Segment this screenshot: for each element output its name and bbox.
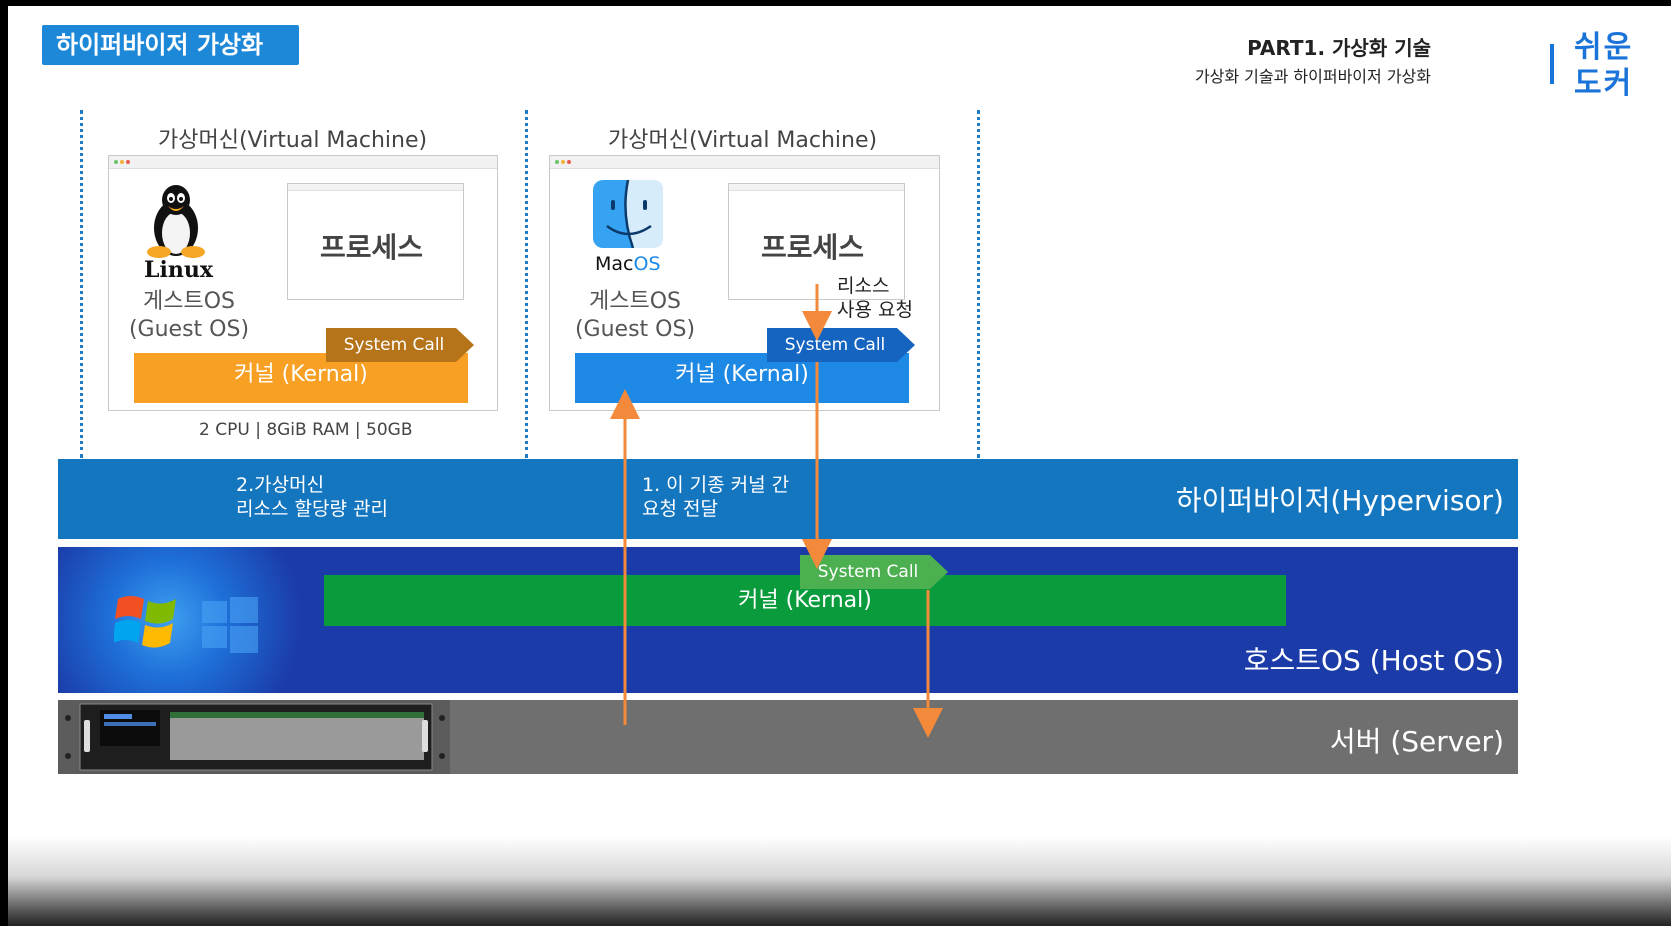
note-line-1: 2.가상머신 [236,474,325,496]
vm-left-guest-os: 게스트OS (Guest OS) [128,288,250,344]
linux-logo-text: Linux [144,257,213,283]
windows-wallpaper [58,547,318,693]
window-titlebar [109,156,497,169]
system-call-label: System Call [817,562,919,582]
hypervisor-label: 하이퍼바이저(Hypervisor) [1175,484,1504,517]
macos-logo-mac: Mac [595,253,634,275]
guest-os-sub-label: (Guest OS) [574,317,696,342]
hypervisor-layer: 2.가상머신 리소스 할당량 관리 1. 이 기종 커널 간 요청 전달 하이퍼… [58,459,1518,539]
logo-line-2: 도커 [1574,66,1634,101]
vm-right-guest-os: 게스트OS (Guest OS) [574,288,696,344]
vm-separator-middle [525,110,528,458]
vm-separator-left [80,110,83,458]
note-line-1: 1. 이 기종 커널 간 [642,474,790,496]
resource-request-line-2: 사용 요청 [837,299,913,321]
system-call-label: System Call [343,335,445,355]
host-os-label: 호스트OS (Host OS) [1243,644,1504,677]
host-os-layer: 커널 (Kernal) 호스트OS (Host OS) [58,547,1518,693]
vm-left-process-window [287,183,464,300]
guest-os-label: 게스트OS [142,289,235,314]
macos-finder-icon [593,180,663,248]
request-flow-arrows [610,284,943,738]
macos-logo-text: MacOS [595,253,661,275]
vm-right-process-label: 프로세스 [761,231,865,264]
windows-logo-icon [202,597,258,653]
server-label: 서버 (Server) [1329,725,1504,758]
vm-left-system-call: System Call [326,328,474,362]
server-layer: 서버 (Server) [58,700,1518,774]
linux-penguin-icon [147,185,205,258]
window-titlebar [550,156,939,169]
rack-server-icon [58,700,450,774]
slide-title-badge: 하이퍼바이저 가상화 [42,25,299,65]
guest-os-label: 게스트OS [588,289,681,314]
vm-right-process-window [728,183,905,300]
logo-line-1: 쉬운 [1574,30,1634,65]
vm-separator-right [977,110,980,458]
hypervisor-note-forward: 1. 이 기종 커널 간 요청 전달 [642,473,789,521]
host-system-call: System Call [800,555,948,589]
vm-right-title: 가상머신(Virtual Machine) [608,128,878,153]
part-subtitle: 가상화 기술과 하이퍼바이저 가상화 [1194,67,1431,86]
note-line-2: 요청 전달 [642,498,718,520]
hypervisor-note-resource: 2.가상머신 리소스 할당량 관리 [236,473,388,521]
resource-request-note: 리소스 사용 요청 [837,274,913,322]
brand-logo: 쉬운 도커 [1574,30,1644,102]
logo-divider [1550,44,1554,84]
vm-left-process-label: 프로세스 [320,231,424,264]
vm-left-title: 가상머신(Virtual Machine) [158,128,428,153]
resource-request-line-1: 리소스 [837,275,890,297]
slide: 하이퍼바이저 가상화 PART1. 가상화 기술 가상화 기술과 하이퍼바이저 … [8,6,1671,926]
note-line-2: 리소스 할당량 관리 [236,498,388,520]
macos-logo-os: OS [633,253,661,275]
guest-os-sub-label: (Guest OS) [128,317,250,342]
vm-left-spec: 2 CPU | 8GiB RAM | 50GB [199,420,413,440]
windows7-logo-icon [114,596,176,648]
part-title: PART1. 가상화 기술 [1247,36,1431,60]
